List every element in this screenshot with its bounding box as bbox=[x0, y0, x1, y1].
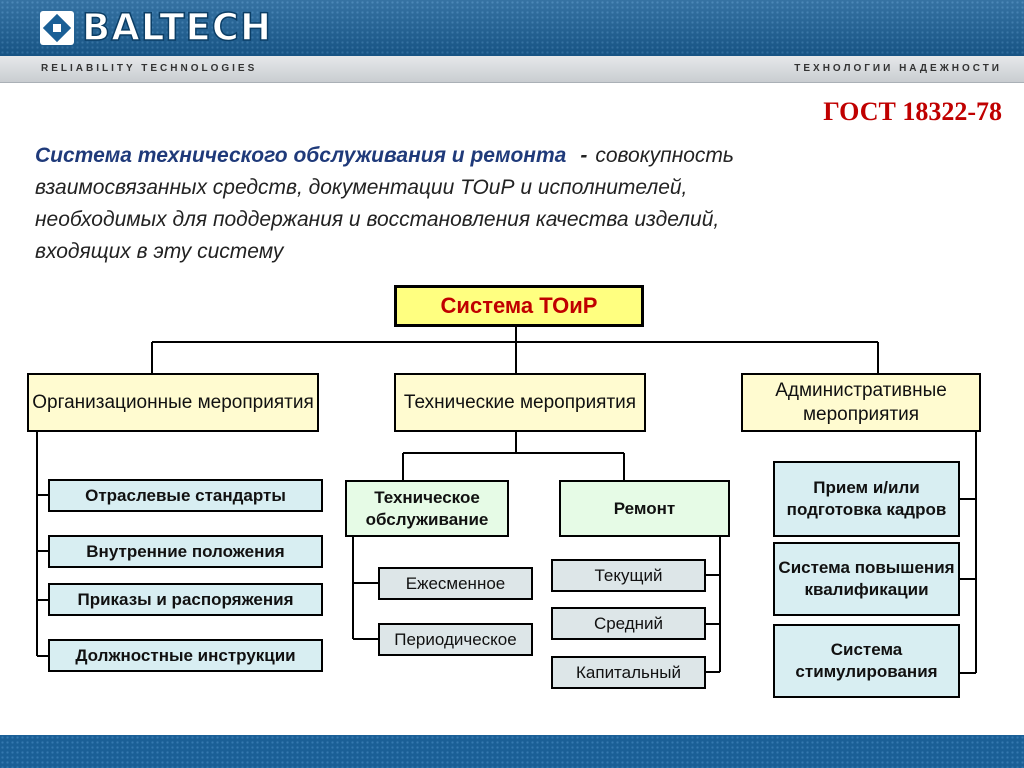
tech-category-box: Технические мероприятия bbox=[394, 373, 646, 432]
org-item: Приказы и распоряжения bbox=[48, 583, 323, 616]
definition-dash: - bbox=[580, 144, 588, 167]
definition-line-3: необходимых для поддержания и восстановл… bbox=[35, 208, 720, 231]
repair-box: Ремонт bbox=[559, 480, 730, 537]
org-item: Внутренние положения bbox=[48, 535, 323, 568]
baltech-logo-icon bbox=[40, 11, 74, 45]
repair-item: Текущий bbox=[551, 559, 706, 592]
org-connector bbox=[36, 432, 48, 657]
repair-connector bbox=[706, 537, 721, 673]
footer-bar bbox=[0, 735, 1024, 768]
tech-connector bbox=[402, 432, 625, 480]
maintenance-item: Периодическое bbox=[378, 623, 533, 656]
definition-line-4: входящих в эту систему bbox=[35, 240, 284, 263]
maintenance-box: Техническое обслуживание bbox=[345, 480, 509, 537]
admin-category-box: Административные мероприятия bbox=[741, 373, 981, 432]
org-item: Должностные инструкции bbox=[48, 639, 323, 672]
maintenance-connector bbox=[352, 537, 378, 640]
definition-text: Система технического обслуживания и ремо… bbox=[35, 140, 975, 268]
brand-logo-text: BALTECH bbox=[81, 5, 272, 50]
root-connector bbox=[151, 327, 879, 374]
gost-label: ГОСТ 18322-78 bbox=[823, 97, 1002, 126]
footer-pattern bbox=[0, 735, 1024, 768]
definition-line-2: взаимосвязанных средств, документации ТО… bbox=[35, 176, 688, 199]
tagline-right: ТЕХНОЛОГИИ НАДЕЖНОСТИ bbox=[794, 63, 1002, 74]
maintenance-item: Ежесменное bbox=[378, 567, 533, 600]
admin-item: Система повышения квалификации bbox=[773, 542, 960, 616]
subheader-bar: RELIABILITY TECHNOLOGIES ТЕХНОЛОГИИ НАДЕ… bbox=[0, 56, 1024, 83]
definition-line-1: совокупность bbox=[595, 144, 734, 167]
org-item: Отраслевые стандарты bbox=[48, 479, 323, 512]
header-bar: BALTECH bbox=[0, 0, 1024, 56]
admin-item: Система стимулирования bbox=[773, 624, 960, 698]
root-box: Система ТОиР bbox=[394, 285, 644, 327]
admin-item: Прием и/или подготовка кадров bbox=[773, 461, 960, 537]
org-category-box: Организационные мероприятия bbox=[27, 373, 319, 432]
header-pattern bbox=[0, 0, 1024, 56]
admin-connector bbox=[960, 432, 977, 674]
repair-item: Средний bbox=[551, 607, 706, 640]
tagline-left: RELIABILITY TECHNOLOGIES bbox=[41, 63, 258, 74]
definition-term: Система технического обслуживания и ремо… bbox=[35, 144, 567, 167]
repair-item: Капитальный bbox=[551, 656, 706, 689]
